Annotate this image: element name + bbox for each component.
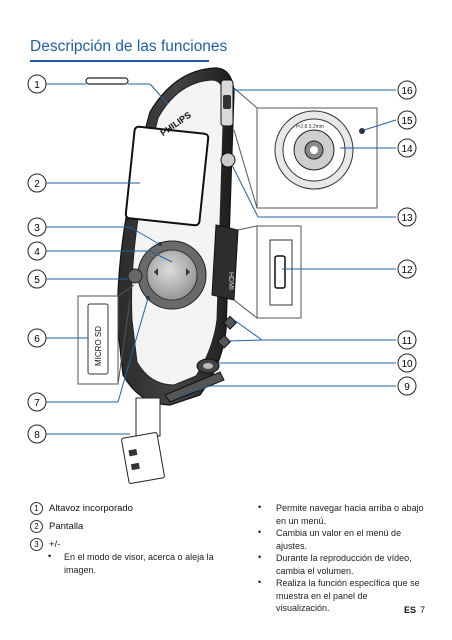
legend-num-1: 1 bbox=[30, 502, 43, 515]
callout-6: 6 bbox=[34, 334, 40, 345]
bullet-dot: • bbox=[48, 551, 52, 561]
camcorder-body bbox=[85, 67, 239, 406]
microsd-inset bbox=[77, 284, 135, 385]
legend-item-1: 1 Altavoz incorporado bbox=[30, 502, 133, 515]
usb-connector bbox=[121, 397, 165, 484]
hdmi-label: HDMI bbox=[227, 272, 234, 290]
lens-ring-text: f=2.8 3.2mm bbox=[296, 124, 324, 130]
callout-12: 12 bbox=[401, 265, 413, 276]
callout-1: 1 bbox=[34, 80, 40, 91]
callout-11: 11 bbox=[402, 336, 413, 347]
callouts-right: 9 10 11 12 13 14 15 16 bbox=[397, 80, 417, 396]
callout-5: 5 bbox=[34, 275, 40, 286]
callout-lines bbox=[46, 83, 397, 435]
callout-9: 9 bbox=[404, 382, 410, 393]
callout-7: 7 bbox=[34, 398, 40, 409]
callout-13: 13 bbox=[401, 213, 413, 224]
callout-2: 2 bbox=[34, 179, 40, 190]
right-bullet-2: Cambia un valor en el menú de ajustes. bbox=[276, 528, 402, 551]
page-title: Descripción de las funciones bbox=[30, 38, 228, 55]
callout-15: 15 bbox=[401, 116, 413, 127]
bullet-dot: • bbox=[258, 527, 262, 537]
right-bullet-4: Realiza la función específica que se mue… bbox=[276, 578, 420, 613]
legend-text-2: Pantalla bbox=[49, 521, 84, 533]
bullet-dot: • bbox=[258, 552, 262, 562]
legend-item-2: 2 Pantalla bbox=[30, 520, 83, 533]
bullet-dot: • bbox=[258, 502, 262, 512]
callout-4: 4 bbox=[34, 247, 40, 258]
legend-num-3: 3 bbox=[30, 538, 43, 551]
page-number: 7 bbox=[420, 605, 426, 615]
callouts-left: 1 2 3 4 5 6 7 8 bbox=[27, 74, 47, 444]
legend-num-2: 2 bbox=[30, 520, 43, 533]
title-rule bbox=[30, 60, 209, 62]
callout-8: 8 bbox=[34, 430, 40, 441]
legend-text-1: Altavoz incorporado bbox=[49, 503, 133, 515]
legend-text-3: +/- bbox=[49, 539, 61, 551]
callout-14: 14 bbox=[401, 144, 413, 155]
microsd-label: MICRO SD bbox=[94, 326, 103, 366]
callout-10: 10 bbox=[401, 359, 413, 370]
callout-16: 16 bbox=[401, 86, 413, 97]
legend-item-3: 3 +/- bbox=[30, 538, 60, 551]
bullet-dot: • bbox=[258, 577, 262, 587]
legend-3-bullet: En el modo de visor, acerca o aleja la i… bbox=[64, 552, 214, 575]
callout-3: 3 bbox=[34, 223, 40, 234]
right-bullet-3: Durante la reproducción de vídeo, cambia… bbox=[276, 553, 412, 576]
lens-inset bbox=[233, 87, 378, 209]
hdmi-inset bbox=[233, 225, 302, 319]
right-bullet-1: Permite navegar hacia arriba o abajo en … bbox=[276, 503, 424, 526]
footer-lang: ES bbox=[404, 605, 417, 615]
